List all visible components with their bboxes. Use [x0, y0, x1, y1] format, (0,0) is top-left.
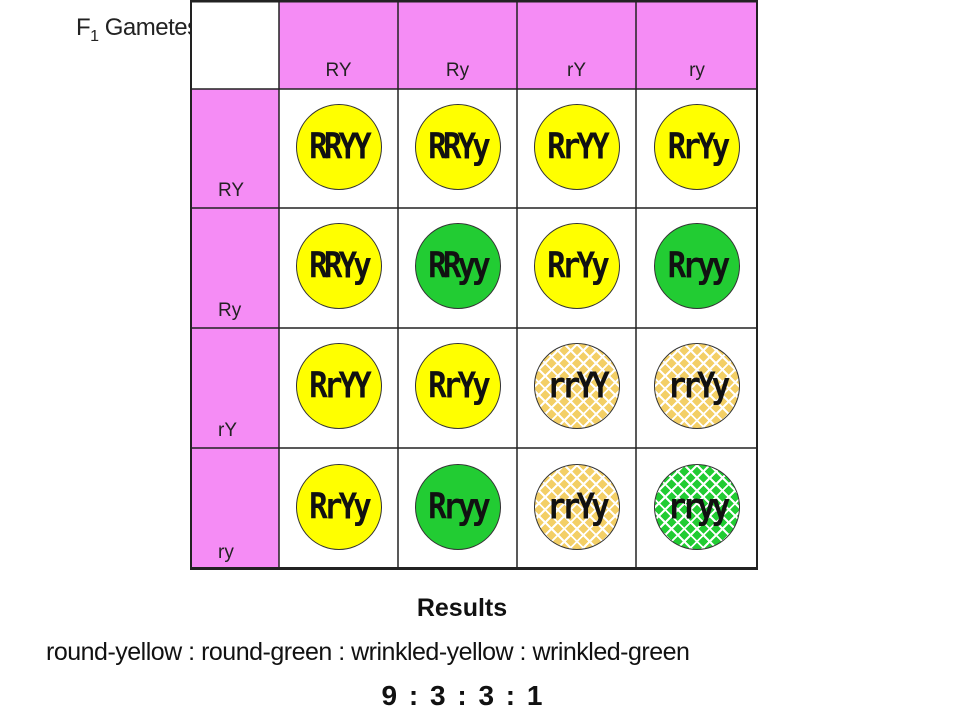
genotype-label: RrYy	[309, 486, 372, 528]
genotype-cell: RRYy	[398, 89, 517, 208]
genotype-label: Rryy	[667, 245, 731, 287]
genotype-cell: rrYy	[636, 328, 758, 448]
wrinkled-yellow-seed: rrYy	[654, 343, 740, 429]
green-seed: RRyy	[414, 223, 501, 309]
genotype-cell: rrYY	[517, 328, 636, 448]
yellow-seed: RRYy	[414, 103, 501, 190]
genotype-label: Rryy	[428, 486, 491, 528]
column-header-label: ry	[689, 60, 705, 81]
genotype-cell: RrYy	[636, 89, 758, 208]
row-header-label: RY	[218, 180, 245, 201]
yellow-seed: RrYY	[295, 343, 382, 429]
yellow-seed: RrYY	[533, 103, 620, 190]
genotype-label: rrYY	[547, 365, 610, 407]
genotype-cell: RRYy	[279, 208, 398, 328]
gametes-label: F1 Gametes	[76, 14, 199, 45]
genotype-cell: rrYy	[517, 448, 636, 570]
row-header: Ry	[190, 208, 279, 328]
yellow-seed: RRYY	[295, 103, 382, 190]
row-header-label: Ry	[218, 300, 242, 321]
genotype-cell: Rryy	[398, 448, 517, 570]
genotype-label: RRYY	[309, 125, 372, 168]
genotype-label: RRYy	[428, 125, 491, 168]
genotype-label: RrYy	[667, 125, 731, 168]
yellow-seed: RrYy	[414, 343, 501, 429]
row-header: RY	[190, 89, 279, 208]
column-header-label: Ry	[445, 60, 470, 81]
genotype-cell: RrYY	[517, 89, 636, 208]
yellow-seed: RrYy	[533, 223, 620, 309]
row-header: ry	[190, 448, 279, 570]
column-header: ry	[636, 0, 758, 89]
genotype-cell: RrYy	[279, 448, 398, 570]
green-seed: Rryy	[654, 223, 740, 309]
yellow-seed: RrYy	[295, 464, 382, 550]
results-phenotypes: round-yellow : round-green : wrinkled-ye…	[46, 638, 690, 666]
wrinkled-yellow-seed: rrYY	[533, 343, 620, 429]
genotype-cell: rryy	[636, 448, 758, 570]
genotype-label: RRYy	[309, 245, 372, 287]
genotype-cell: Rryy	[636, 208, 758, 328]
wrinkled-yellow-seed: rrYy	[533, 464, 620, 550]
genotype-label: RrYY	[309, 365, 372, 407]
genotype-label: rryy	[667, 486, 731, 528]
wrinkled-green-seed: rryy	[654, 464, 740, 550]
genotype-label: RRyy	[428, 245, 491, 287]
row-header: rY	[190, 328, 279, 448]
corner-cell	[190, 0, 279, 89]
genotype-cell: RrYy	[398, 328, 517, 448]
genotype-label: RrYy	[428, 365, 491, 407]
results-ratio: 9 : 3 : 3 : 1	[381, 680, 543, 711]
genotype-cell: RrYY	[279, 328, 398, 448]
genotype-cell: RrYy	[517, 208, 636, 328]
column-header: rY	[517, 0, 636, 89]
genotype-label: RrYY	[547, 125, 610, 168]
yellow-seed: RRYy	[295, 223, 382, 309]
genotype-label: rrYy	[547, 486, 610, 528]
column-header: RY	[279, 0, 398, 89]
results-title: Results	[416, 594, 508, 622]
yellow-seed: RrYy	[654, 103, 740, 190]
column-header-label: RY	[325, 60, 352, 81]
column-header-label: rY	[567, 60, 586, 81]
genotype-label: RrYy	[547, 245, 610, 287]
grid-lines	[190, 0, 758, 570]
column-header: Ry	[398, 0, 517, 89]
genotype-cell: RRYY	[279, 89, 398, 208]
green-seed: Rryy	[414, 464, 501, 550]
row-header-label: rY	[218, 420, 237, 441]
genotype-label: rrYy	[667, 365, 731, 407]
genotype-cell: RRyy	[398, 208, 517, 328]
row-header-label: ry	[218, 542, 234, 563]
